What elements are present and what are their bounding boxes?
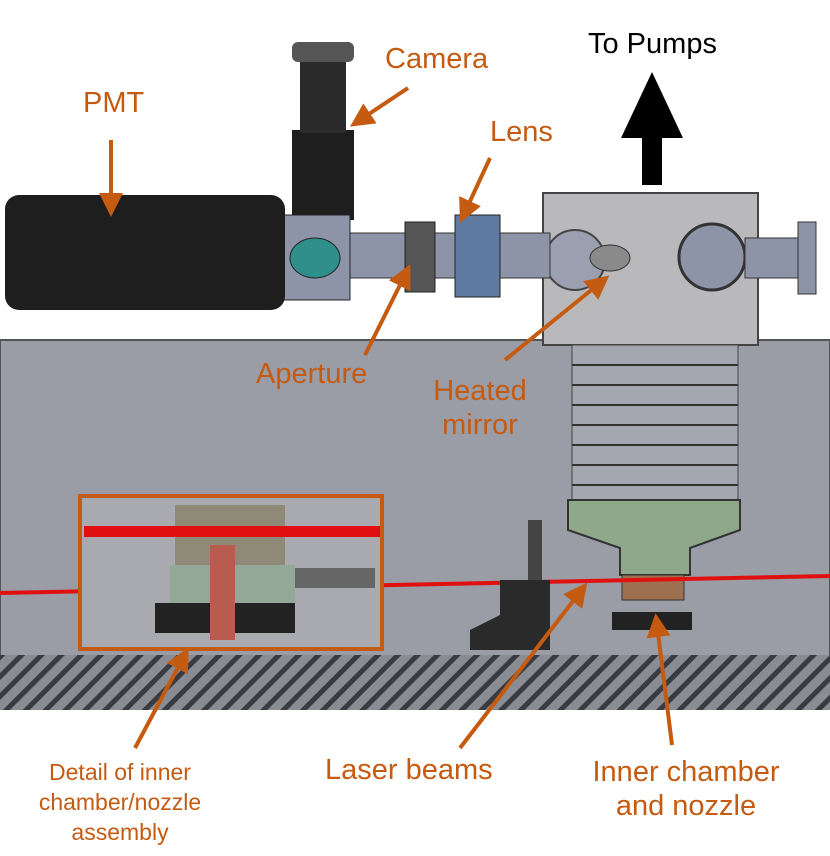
laser-beams-arrow — [458, 582, 588, 750]
label-pmt: PMT — [83, 87, 145, 119]
aperture-mount — [404, 221, 436, 293]
aperture-arrow — [363, 264, 411, 356]
camera-arrow — [350, 86, 410, 127]
label-heated-mirror: Heated mirror — [433, 375, 527, 441]
detail-arrow — [133, 647, 189, 749]
detail-inset — [78, 494, 384, 651]
inner-chamber-cone — [567, 499, 741, 576]
lens-mount — [454, 214, 501, 298]
label-to-pumps: To Pumps — [588, 28, 717, 60]
to-pumps-arrow — [621, 72, 683, 185]
floor-grate — [0, 655, 830, 710]
bellows — [571, 344, 739, 501]
heated-mirror-part — [589, 244, 631, 272]
mirror-mount — [470, 580, 550, 650]
inner-chamber-arrow — [646, 613, 674, 746]
label-camera: Camera — [385, 43, 489, 75]
label-inner-chamber: Inner chamber and nozzle — [592, 756, 780, 822]
lens-arrow — [459, 157, 492, 223]
label-aperture: Aperture — [256, 358, 368, 390]
heated-mirror-arrow — [503, 275, 610, 362]
label-laser-beams: Laser beams — [325, 754, 493, 786]
pmt-body — [5, 195, 285, 310]
label-lens: Lens — [490, 116, 553, 148]
camera-body — [292, 130, 354, 220]
port-right — [677, 222, 747, 292]
label-detail: Detail of inner chamber/nozzle assembly — [38, 759, 202, 845]
